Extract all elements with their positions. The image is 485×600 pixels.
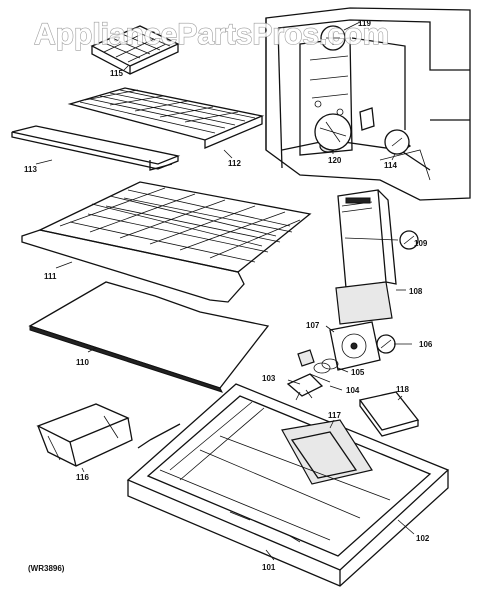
part-label-106: 106 (419, 340, 433, 349)
base-pan-drawing (126, 383, 450, 587)
part-label-102: 102 (416, 534, 430, 543)
part-label-101: 101 (262, 563, 276, 572)
part-label-114: 114 (384, 161, 397, 170)
part-label-117: 117 (328, 411, 341, 420)
fan-motor-drawing (286, 321, 396, 401)
part-label-105: 105 (351, 368, 365, 377)
crisper-drawer-drawing (36, 403, 133, 467)
part-label-107: 107 (306, 321, 320, 330)
part-label-112: 112 (228, 159, 241, 168)
reference-code: (WR3896) (28, 564, 65, 573)
part-label-109: 109 (414, 239, 428, 248)
evaporator-cover-drawing (335, 189, 419, 325)
part-label-120: 120 (328, 156, 342, 165)
part-label-111: 111 (44, 272, 57, 281)
part-label-113: 113 (24, 165, 37, 174)
ice-tray-drawing (90, 25, 180, 75)
crisper-cover-drawing (28, 281, 270, 393)
watermark: AppliancePartsPros.com (34, 18, 389, 51)
wire-shelf-drawing (11, 87, 265, 171)
leader-lines (35, 21, 415, 561)
glass-shelf-drawing (21, 181, 312, 303)
part-label-110: 110 (76, 358, 89, 367)
part-label-108: 108 (409, 287, 423, 296)
cabinet-drawing (265, 7, 471, 201)
part-label-116: 116 (76, 473, 89, 482)
part-label-104: 104 (346, 386, 360, 395)
part-label-115: 115 (110, 69, 123, 78)
part-label-103: 103 (262, 374, 276, 383)
part-label-118: 118 (396, 385, 409, 394)
part-label-119: 119 (358, 19, 371, 28)
part-labels: 115 119 112 113 120 114 109 111 108 110 … (24, 19, 433, 572)
